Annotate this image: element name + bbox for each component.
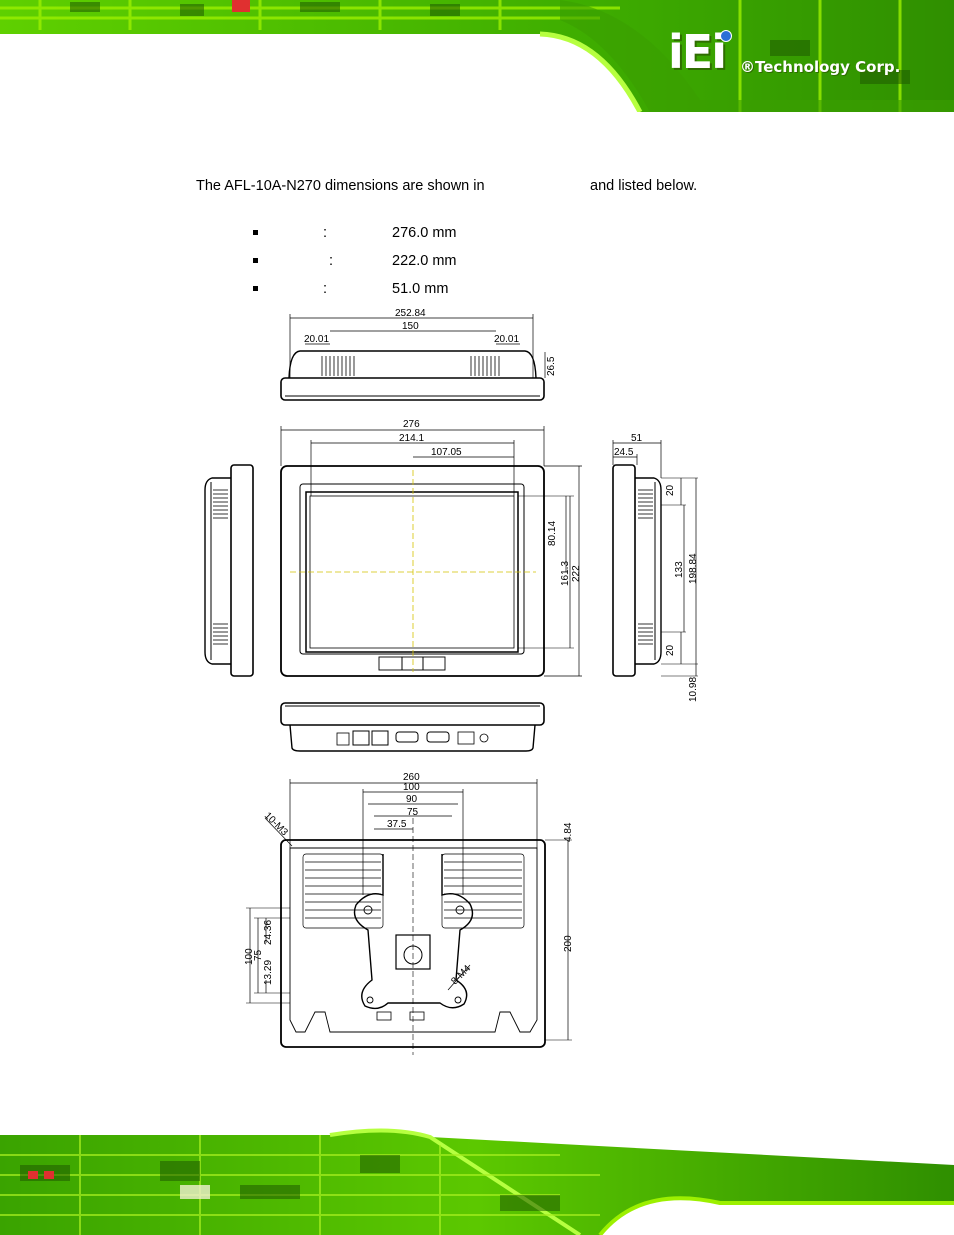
logo-dot-icon <box>720 30 732 42</box>
dim-side-bezel-depth: 24.5 <box>614 447 634 458</box>
dim-front-half-height: 80.14 <box>547 521 558 546</box>
dim-front-screen-height: 161.3 <box>560 561 571 586</box>
logo-mark: iEi <box>668 25 727 79</box>
spec-colon: : <box>329 253 334 269</box>
dim-rear-v-75: 75 <box>253 949 264 961</box>
io-view <box>280 702 545 752</box>
dim-rear-span-75: 75 <box>407 807 419 818</box>
dim-side-top-offset: 20 <box>665 484 676 496</box>
dim-top-depth: 26.5 <box>546 356 557 376</box>
rear-view <box>246 779 572 1055</box>
right-side-view <box>612 440 698 677</box>
spec-value: 276.0 mm <box>392 225 457 241</box>
top-view <box>280 314 546 401</box>
dim-side-total-span: 198.84 <box>688 553 699 584</box>
dim-top-vent-left: 20.01 <box>304 334 329 345</box>
intro-text-part2: and listed below. <box>590 178 698 194</box>
iei-logo: iEi ®Technology Corp. <box>668 28 938 83</box>
dim-rear-hole-label: 10-M3 <box>262 810 290 838</box>
dim-front-width: 276 <box>403 419 420 430</box>
dim-side-depth: 51 <box>631 433 643 444</box>
bullet-icon <box>253 258 258 263</box>
spec-colon: : <box>323 225 328 241</box>
dim-front-half-screen: 107.05 <box>431 447 462 458</box>
logo-company-name: ®Technology Corp. <box>740 58 901 76</box>
dim-rear-width: 260 <box>403 772 420 783</box>
dim-rear-span-37-5: 37.5 <box>387 819 407 830</box>
spec-colon: : <box>323 281 328 297</box>
intro-text-part1: The AFL-10A-N270 dimensions are shown in <box>196 178 485 194</box>
front-view <box>280 426 582 677</box>
dimension-drawing: 252.84 150 20.01 20.01 26.5 276 214.1 10… <box>204 308 699 1055</box>
dim-rear-span-100: 100 <box>403 782 420 793</box>
dim-rear-v-24-36: 24.36 <box>263 920 274 945</box>
dim-top-vent-span: 150 <box>402 321 419 332</box>
left-side-view <box>204 464 254 677</box>
bullet-icon <box>253 286 258 291</box>
front-center-lines <box>290 470 536 672</box>
spec-value: 51.0 mm <box>392 281 449 297</box>
dim-rear-top-offset: 4.84 <box>563 822 574 842</box>
dim-front-screen-width: 214.1 <box>399 433 424 444</box>
dim-side-bottom-offset: 20 <box>665 644 676 656</box>
dim-side-foot: 10.98 <box>688 677 699 702</box>
footer-circuit-banner <box>0 1125 954 1235</box>
dim-front-height: 222 <box>571 565 582 582</box>
spec-value: 222.0 mm <box>392 253 457 269</box>
dim-rear-v-13-29: 13.29 <box>263 960 274 985</box>
header-circuit-banner <box>0 0 954 112</box>
dim-rear-span-90: 90 <box>406 794 418 805</box>
bullet-icon <box>253 230 258 235</box>
dim-top-vent-right: 20.01 <box>494 334 519 345</box>
dim-rear-v-100: 100 <box>244 948 255 965</box>
dim-side-mid-span: 133 <box>674 561 685 578</box>
dim-top-overall: 252.84 <box>395 308 426 319</box>
dim-rear-height: 200 <box>563 935 574 952</box>
